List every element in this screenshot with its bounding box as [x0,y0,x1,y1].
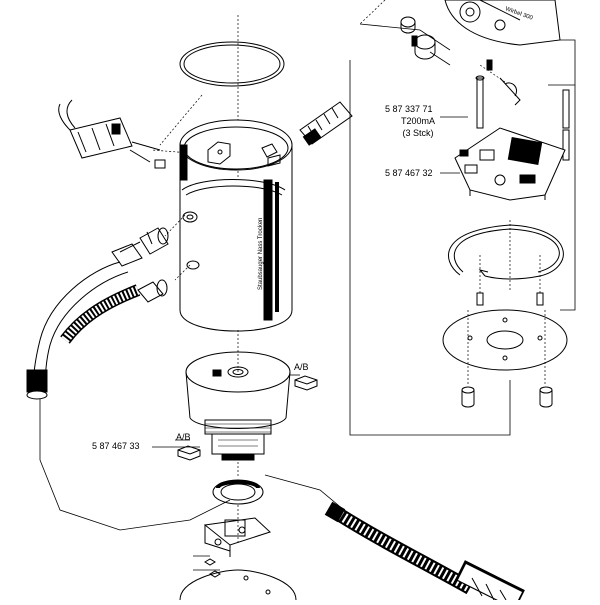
bracket-screws [204,558,249,581]
hose-coupling [139,227,169,255]
screws-right [475,59,570,161]
base-plate-bottom [179,569,297,601]
leader-lines [151,0,546,545]
flex-hose-left [26,241,143,400]
corrugated-hose-left [60,279,168,344]
top-o-ring [179,41,285,87]
cable-connector-top-left [58,99,166,169]
fuse-rating-label: T200mA [400,116,435,126]
base-plate-right [442,309,568,371]
standoffs [476,292,544,306]
hose-connector-top-right [299,101,353,146]
control-dial-panel [444,0,561,46]
motor-gasket [212,479,264,505]
retaining-ring [448,224,564,280]
part-number-label: 5 87 337 71 [385,104,433,114]
fuse-quantity-label: (3 Stck) [402,128,434,138]
brush-type-label: A/B [294,362,309,372]
carbon-brush-left [177,445,201,461]
rubber-feet [461,386,553,408]
part-number-label: 5 87 467 33 [92,441,140,451]
mounting-bracket [203,517,271,557]
circuit-board [454,127,566,201]
housing-sticker: Staubsauger Nass Trocken [258,218,264,290]
brush-type-label: A/B [176,432,191,442]
carbon-brush-right [294,375,318,391]
flex-hose-bottom-right [324,501,525,605]
part-number-label: 5 87 467 32 [385,168,433,178]
housing-insert [207,141,281,167]
motor-assembly [185,351,291,461]
knob-large [411,34,436,60]
main-housing [179,119,293,332]
knob-small [400,16,416,34]
